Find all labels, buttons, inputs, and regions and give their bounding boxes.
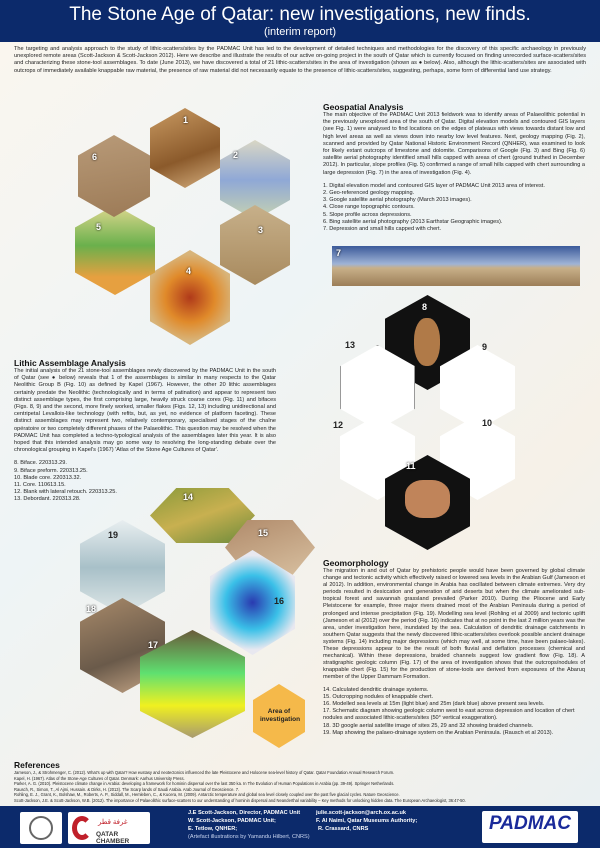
area-label: Area of investigation: [260, 708, 301, 723]
poster-header: The Stone Age of Qatar: new investigatio…: [0, 0, 600, 42]
figure-number: 2: [233, 150, 239, 160]
caption: 6. Bing satellite aerial photography (20…: [323, 218, 503, 225]
caption: 8. Biface. 220313.29.: [14, 460, 67, 467]
caption: 15. Outcropping nodules of knappable che…: [323, 693, 434, 700]
caption-list: 1. Digital elevation model and contoured…: [323, 183, 585, 233]
figure-number: 17: [148, 640, 159, 650]
credit: J.E Scott-Jackson, Director, PADMAC Unit: [188, 810, 301, 816]
caption: 1. Digital elevation model and contoured…: [323, 182, 545, 189]
figure-6-bing-satellite: [78, 135, 150, 217]
caption-list: 8. Biface. 220313.29. 9. Biface preform.…: [14, 460, 276, 503]
credit: (Artefact illustrations by Yamandu Hilbe…: [188, 834, 310, 840]
lithic-section: Lithic Assemblage Analysis The initial a…: [14, 358, 276, 504]
figure-7-depression-photo: [332, 246, 580, 286]
section-heading: References: [14, 760, 60, 770]
figure-number: 16: [274, 596, 285, 606]
figure-number: 3: [258, 225, 264, 235]
caption: 19. Map showing the palaeo-drainage syst…: [323, 729, 554, 736]
credits-col2: julie.scott-jackson@arch.ox.ac.uk F. Al …: [316, 809, 417, 833]
reference-item: Rohling, E. J., Grant, K., Bolshaw, M., …: [14, 792, 400, 798]
figure-number: 19: [108, 530, 119, 540]
reference-item: Rausch, R., Simon, T., Al Ajmi, Hussain.…: [14, 786, 240, 792]
references-section: References Jameson, J., & Strohmenger, C…: [14, 760, 594, 804]
qatar-museums-seal-logo: [20, 812, 62, 844]
caption: 7. Depression and small hills capped wit…: [323, 226, 442, 233]
reference-item: Parker, A. G. (2010). Pleistocene climat…: [14, 781, 395, 787]
geospatial-section: Geospatial Analysis The main objective o…: [323, 102, 585, 233]
figure-number: 18: [86, 604, 97, 614]
figure-number: 5: [96, 222, 102, 232]
caption: 2. Geo-referenced geology mapping.: [323, 190, 415, 197]
caption: 12. Blank with lateral retouch. 220313.2…: [14, 489, 117, 496]
section-body: The main objective of the PADMAC Unit 20…: [323, 112, 585, 176]
figure-5-slope-profile: [75, 205, 155, 295]
figure-number: 7: [336, 248, 342, 258]
caption: 18. 3D google aerial satellite image of …: [323, 722, 534, 729]
credit: E. Tetlow, QNHER;: [188, 826, 238, 832]
figure-17-geologic-column: [140, 630, 245, 738]
figure-number: 9: [482, 342, 488, 352]
section-heading: Lithic Assemblage Analysis: [14, 358, 126, 368]
caption: 5. Slope profile across depressions.: [323, 211, 412, 218]
caption: 10. Blade core. 220313.32.: [14, 474, 82, 481]
caption: 14. Calculated dendritic drainage system…: [323, 686, 429, 693]
padmac-logo: PADMAC: [482, 811, 578, 843]
arabic-name: غرفة قطر: [98, 819, 128, 826]
caption-list: 14. Calculated dendritic drainage system…: [323, 687, 585, 737]
credits-col1: J.E Scott-Jackson, Director, PADMAC Unit…: [188, 809, 310, 841]
caption: 17. Schematic diagram showing geologic c…: [323, 708, 575, 722]
geomorphology-section: Geomorphology The migration in and out o…: [323, 558, 585, 737]
figure-number: 4: [186, 266, 192, 276]
figure-number: 15: [258, 528, 269, 538]
section-heading: Geospatial Analysis: [323, 102, 404, 112]
reference-item: Jameson, J., & Strohmenger, C. (2012). W…: [14, 770, 395, 775]
figure-number: 1: [183, 115, 189, 125]
section-body: The migration in and out of Qatar by pre…: [323, 568, 585, 681]
figure-number: 10: [482, 418, 493, 428]
core-image: [405, 480, 450, 518]
poster-subtitle: (interim report): [263, 26, 337, 38]
poster-title: The Stone Age of Qatar: new investigatio…: [69, 4, 531, 25]
credit: W. Scott-Jackson, PADMAC Unit;: [188, 818, 276, 824]
english-name: QATAR CHAMBER: [96, 831, 130, 845]
figure-number: 14: [183, 492, 194, 502]
credit: R. Crassard, CNRS: [318, 826, 369, 832]
caption: 13. Debordant. 220313.28.: [14, 496, 81, 503]
biface-image: [414, 318, 440, 366]
figure-number: 13: [345, 340, 356, 350]
caption: 3. Google satellite aerial photography (…: [323, 197, 472, 204]
poster-footer: غرفة قطر QATAR CHAMBER J.E Scott-Jackson…: [0, 806, 600, 848]
intro-text: The targeting and analysis approach to t…: [14, 46, 586, 74]
figure-number: 12: [333, 420, 344, 430]
email-link[interactable]: julie.scott-jackson@arch.ox.ac.uk: [316, 810, 407, 816]
reference-item: Kapel, H. (1967). Atlas of the Stone-Age…: [14, 775, 185, 781]
reference-item: Scott-Jackson, J.E. & Scott-Jackson, W.B…: [14, 797, 466, 803]
credit: F. Al Naimi, Qatar Museums Authority;: [316, 818, 418, 824]
section-heading: Geomorphology: [323, 558, 389, 568]
section-body: The initial analysis of the 21 stone-too…: [14, 368, 276, 454]
caption: 11. Core. 110613.15.: [14, 482, 66, 489]
figure-number: 6: [92, 152, 98, 162]
figure-3-google-satellite: [220, 205, 290, 285]
caption: 9. Biface preform. 220313.25.: [14, 467, 88, 474]
caption: 4. Close range topographic contours.: [323, 204, 415, 211]
figure-number: 8: [422, 302, 428, 312]
figure-number: 11: [406, 461, 416, 471]
figure-4-contours: [150, 250, 230, 345]
qatar-chamber-logo: غرفة قطر QATAR CHAMBER: [68, 812, 150, 845]
area-of-investigation-badge: Area of investigation: [253, 684, 305, 748]
caption: 16. Modelled sea levels at 15m (light bl…: [323, 700, 545, 707]
